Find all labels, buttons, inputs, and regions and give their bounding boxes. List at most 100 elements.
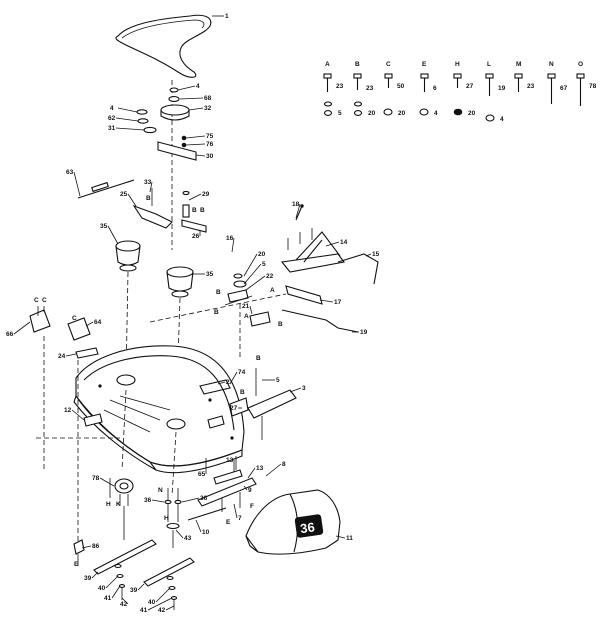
callout-number: 14 xyxy=(340,239,348,246)
letter-lC2: C xyxy=(42,297,47,304)
callout-c75a: 75 xyxy=(185,133,214,140)
callout-number: 19 xyxy=(360,329,368,336)
callout-c39b: 39 xyxy=(130,583,145,594)
callout-number: 8 xyxy=(282,461,286,468)
callout-c43: 43 xyxy=(175,529,192,542)
spindle-35-right xyxy=(166,266,194,421)
callout-number: 21 xyxy=(242,303,250,310)
callout-number: 42 xyxy=(158,607,166,614)
washer-qty: 4 xyxy=(500,116,504,123)
callout-c35a: 35 xyxy=(100,223,119,245)
letter-lH1: H xyxy=(106,501,111,508)
hardware-l-bolt: L19 xyxy=(485,61,506,96)
front-axle-13 xyxy=(197,456,257,512)
callout-number: 74 xyxy=(238,369,246,376)
callout-number: 5 xyxy=(276,377,280,384)
callout-c5b: 5 xyxy=(262,377,280,384)
bracket-66 xyxy=(29,309,51,333)
rod-19 xyxy=(281,309,359,333)
callout-number: 17 xyxy=(334,299,342,306)
callout-number: 27 xyxy=(230,405,238,412)
callout-c18a: 18 xyxy=(292,201,301,219)
callout-number: 68 xyxy=(204,95,212,102)
callout-c41a: 41 xyxy=(104,585,121,602)
hardware-letter: H xyxy=(455,61,460,68)
callout-number: 2 xyxy=(226,379,230,386)
callout-c62: 62 xyxy=(108,115,139,122)
callout-number: 36 xyxy=(200,495,208,502)
callout-c4b: 4 xyxy=(110,105,138,113)
callout-number: 4 xyxy=(110,105,114,112)
letter-lE2: E xyxy=(226,519,231,526)
callout-number: 86 xyxy=(92,543,100,550)
callout-number: 78 xyxy=(92,475,100,482)
callout-c66: 66 xyxy=(6,321,31,338)
callout-number: 41 xyxy=(104,595,112,602)
washer-qty: 5 xyxy=(338,110,342,117)
washer-qty: 20 xyxy=(368,110,376,117)
letter-lC3: C xyxy=(72,315,77,322)
hardware-letter: E xyxy=(422,61,427,68)
plate-24 xyxy=(75,347,99,359)
letter-lB3: B xyxy=(200,207,205,214)
callout-number: 25 xyxy=(120,191,128,198)
rod-15 xyxy=(337,253,379,285)
callout-number: 62 xyxy=(108,115,116,122)
callout-number: 30 xyxy=(206,153,214,160)
callout-c17: 17 xyxy=(319,299,342,306)
callout-number: 13 xyxy=(256,465,264,472)
callout-c65: 65 xyxy=(198,458,207,478)
letter-lK1: K xyxy=(116,501,121,508)
callout-c15: 15 xyxy=(365,251,380,258)
callout-c9: 9 xyxy=(243,485,252,494)
callout-c64: 64 xyxy=(85,319,102,327)
callout-c1: 1 xyxy=(212,13,229,20)
washer-qty: 20 xyxy=(398,110,406,117)
mower-deck xyxy=(73,345,245,474)
washer-qty: 20 xyxy=(468,110,476,117)
callout-c40a: 40 xyxy=(98,575,119,592)
callout-number: 75 xyxy=(206,133,214,140)
callout-c8: 8 xyxy=(265,461,286,477)
callout-number: 20 xyxy=(258,251,266,258)
wheel-78 xyxy=(109,478,134,506)
callout-c11: 11 xyxy=(335,535,353,542)
callout-c26: 26 xyxy=(192,230,201,240)
hardware-letter: O xyxy=(578,61,583,68)
callout-number: 10 xyxy=(202,529,210,536)
callout-number: 16 xyxy=(226,235,234,242)
hardware-letter: N xyxy=(549,61,554,68)
callout-c42a: 42 xyxy=(120,597,129,608)
hardware-b-bolt: B23 xyxy=(353,61,374,92)
bracket-25 xyxy=(132,204,173,229)
callout-number: 26 xyxy=(192,233,200,240)
letter-lB4: B xyxy=(216,289,221,296)
callout-number: 42 xyxy=(120,601,128,608)
blade-left xyxy=(93,539,157,575)
callout-number: 35 xyxy=(100,223,108,230)
hardware-letter: M xyxy=(516,61,521,68)
callout-number: 18 xyxy=(292,201,300,208)
blade-right xyxy=(143,557,195,587)
baffle-12 xyxy=(83,413,103,427)
callout-number: 41 xyxy=(140,607,148,614)
callout-c13b: 13 xyxy=(247,465,264,479)
callout-number: 4 xyxy=(196,83,200,90)
letter-lB2: B xyxy=(192,207,197,214)
callout-number: 15 xyxy=(372,251,380,258)
letter-lB6: B xyxy=(278,321,283,328)
rod-10 xyxy=(187,507,227,521)
callout-c29: 29 xyxy=(188,191,210,201)
idler-assembly xyxy=(224,273,271,327)
callout-number: 40 xyxy=(148,599,156,606)
hardware-e-bolt: E6 xyxy=(420,61,437,92)
callout-c31: 31 xyxy=(108,125,145,132)
callout-c30: 30 xyxy=(195,153,214,160)
rod-63 xyxy=(77,179,135,199)
hardware-c-bolt: C50 xyxy=(384,61,405,90)
callout-number: 3 xyxy=(302,385,306,392)
drive-belt xyxy=(115,14,212,78)
callout-number: 39 xyxy=(84,575,92,582)
callout-c75b: 76 xyxy=(185,141,214,148)
